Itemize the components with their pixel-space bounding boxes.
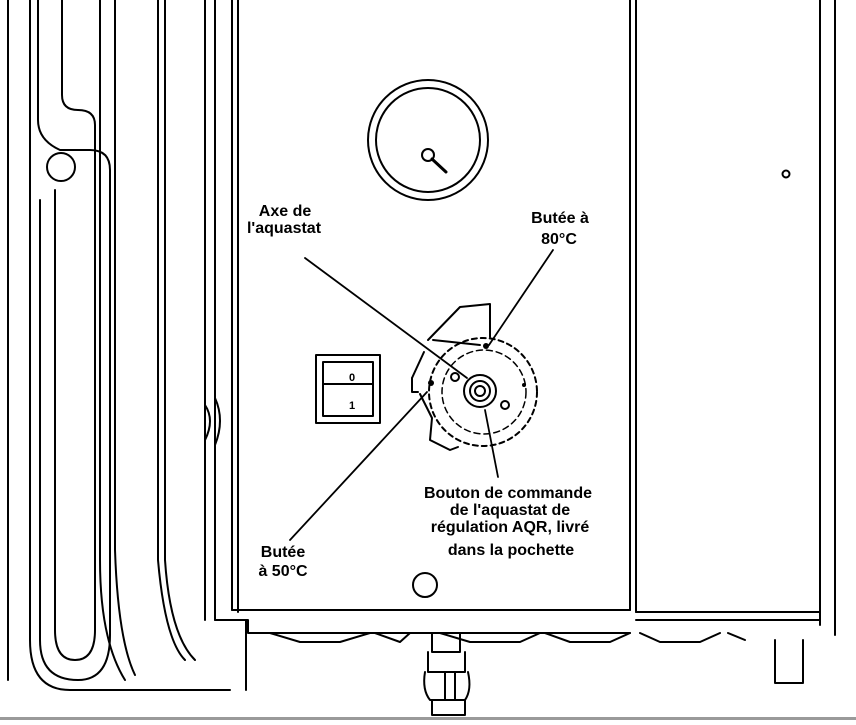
label-axe-line2: l'aquastat — [247, 220, 322, 237]
bottom-rule — [0, 717, 856, 720]
right-panel-indicator — [781, 169, 791, 179]
leader-lines — [289, 249, 554, 541]
label-bouton-line1: Bouton de commande — [424, 485, 592, 502]
label-butee50-line1: Butée — [261, 544, 306, 561]
switch-label-bottom: 1 — [349, 400, 355, 412]
label-axe-line1: Axe de — [259, 203, 312, 220]
aquastat-dial — [411, 303, 538, 451]
label-bouton-line4: dans la pochette — [448, 542, 574, 559]
left-casing — [7, 0, 231, 691]
left-mounting-hole — [46, 152, 76, 182]
front-panel — [214, 0, 836, 691]
label-butee50-line2: à 50°C — [258, 563, 308, 580]
gauge — [367, 79, 489, 201]
bottom-connectors — [269, 632, 804, 716]
stop-marker-dots — [428, 343, 526, 387]
lower-mounting-hole — [412, 572, 438, 598]
label-butee80-line1: Butée à — [531, 210, 589, 227]
label-butee80-line2: 80°C — [541, 231, 577, 248]
label-bouton-line2: de l'aquastat de — [450, 502, 570, 519]
switch-label-top: 0 — [349, 372, 355, 384]
on-off-switch — [315, 354, 381, 424]
label-bouton-line3: régulation AQR, livré — [431, 519, 590, 536]
